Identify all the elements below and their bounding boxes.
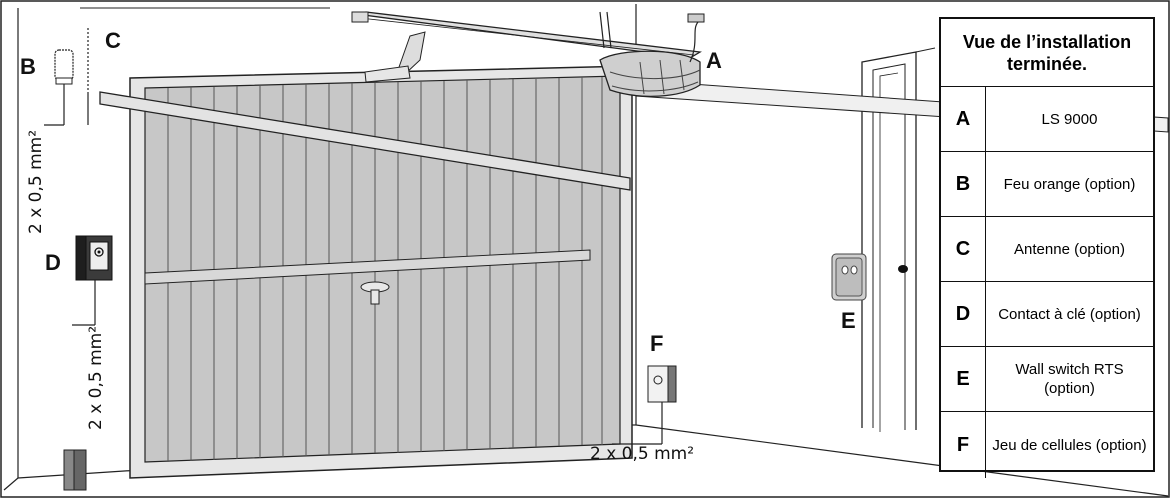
wire-label-f: 2 x 0,5 mm² [590,444,695,464]
photocell-icon [612,365,677,445]
key-switch-icon [72,235,113,326]
orange-light-icon [44,49,74,126]
callout-d: D [45,250,61,275]
legend-key: C [941,217,986,281]
floor-corner-left [3,477,19,491]
motor-unit-icon [599,13,705,97]
door-handle [898,265,908,273]
legend-desc: Wall switch RTS (option) [1015,361,1124,397]
legend-key: B [941,152,986,216]
floor-line-right [635,424,1169,497]
legend-row: E Wall switch RTS (option) [941,347,1153,412]
diagonal-brace [99,91,631,191]
legend-desc: Jeu de cellules (option) [992,436,1147,454]
legend-row: D Contact à clé (option) [941,282,1153,347]
legend-desc: Feu orange (option) [1003,175,1136,193]
legend-key: E [941,347,986,411]
legend-key: D [941,282,986,346]
legend-desc: Antenne (option) [1014,240,1125,258]
garage-door [99,65,633,479]
legend-desc: LS 9000 [1041,110,1098,128]
legend-key: A [941,87,986,151]
callout-b: B [20,54,36,79]
callout-a: A [706,48,722,73]
legend-title: Vue de l’installation terminée. [941,19,1153,87]
callout-f: F [650,331,664,356]
side-door [861,47,936,432]
legend-key: F [941,412,986,478]
legend-row: C Antenne (option) [941,217,1153,282]
legend-table: Vue de l’installation terminée. A LS 900… [939,17,1155,478]
wire-label-d: 2 x 0,5 mm² [86,325,106,430]
wire-label-bc: 2 x 0,5 mm² [26,129,46,234]
legend-row: F Jeu de cellules (option) [941,412,1153,478]
legend-desc: Contact à clé (option) [998,305,1141,323]
legend-row: B Feu orange (option) [941,152,1153,217]
callout-c: C [105,28,121,53]
legend-row: A LS 9000 [941,87,1153,152]
wall-switch-icon [831,253,867,301]
photocell-left-icon [63,449,87,491]
callout-e: E [841,308,856,333]
